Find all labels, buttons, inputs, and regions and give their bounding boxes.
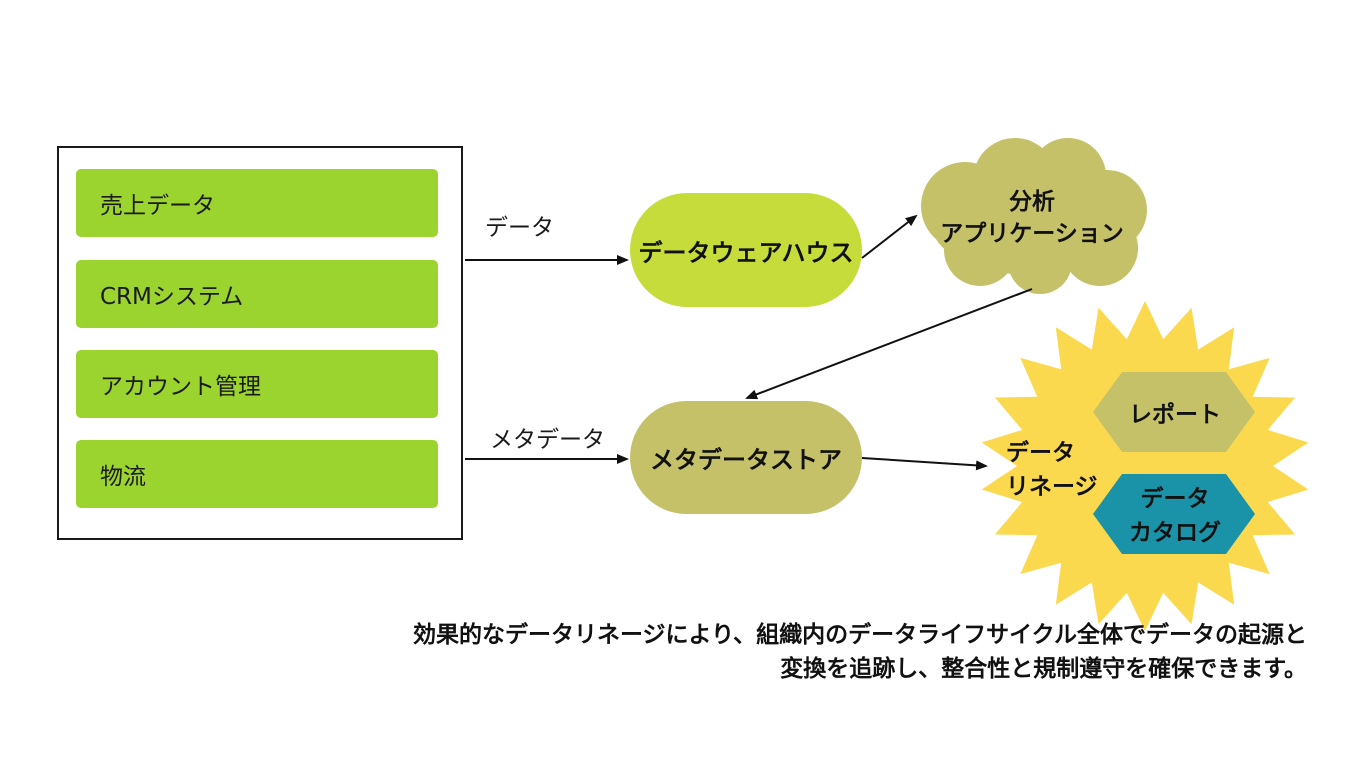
source-item-account-management: アカウント管理: [76, 350, 438, 418]
data-catalog-line2: カタログ: [1129, 520, 1221, 546]
arrow-metastore-to-lineage: [861, 457, 988, 471]
arrow-dwh-to-analytics: [861, 214, 918, 259]
source-item-logistics: 物流: [76, 440, 438, 508]
report-hexagon: [1093, 372, 1255, 452]
analytics-app-label: 分析 アプリケーション: [918, 186, 1146, 250]
analytics-app-line2: アプリケーション: [940, 221, 1124, 247]
data-catalog-line1: データ: [1140, 486, 1210, 512]
arrow-analytics-to-metastore: [745, 288, 1033, 400]
data-catalog-hexagon: [1093, 474, 1255, 554]
analytics-app-line1: 分析: [1009, 189, 1055, 215]
edge-label-metadata: メタデータ: [490, 427, 605, 453]
metadata-store-node: メタデータストア: [630, 401, 862, 514]
data-lineage-line1: データ: [1006, 440, 1075, 466]
source-item-sales-data: 売上データ: [76, 169, 438, 237]
source-systems-box: 売上データ CRMシステム アカウント管理 物流: [57, 146, 463, 540]
data-lineage-label: データ リネージ: [1006, 436, 1110, 504]
data-catalog-label: データ カタログ: [1095, 482, 1255, 550]
report-label: レポート: [1129, 402, 1221, 428]
edge-label-data: データ: [485, 215, 554, 241]
data-lineage-line2: リネージ: [1006, 474, 1098, 500]
caption: 効果的なデータリネージにより、組織内のデータライフサイクル全体でデータの起源と …: [307, 618, 1307, 686]
caption-line2: 変換を追跡し、整合性と規制遵守を確保できます。: [780, 656, 1307, 682]
data-warehouse-node: データウェアハウス: [630, 193, 862, 307]
source-item-crm-system: CRMシステム: [76, 260, 438, 328]
analytics-app-cloud: [921, 138, 1147, 294]
caption-line1: 効果的なデータリネージにより、組織内のデータライフサイクル全体でデータの起源と: [412, 622, 1307, 648]
